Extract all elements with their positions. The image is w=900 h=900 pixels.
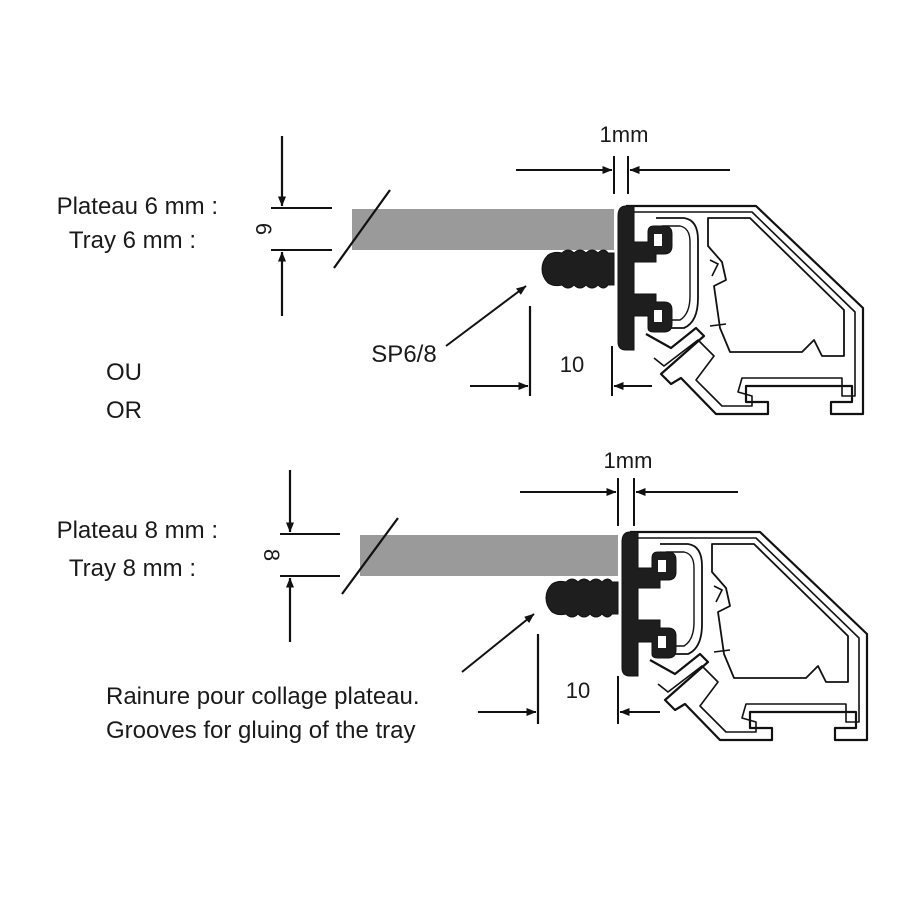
bottom-assembly: Plateau 8 mm : Tray 8 mm : 8 1mm — [57, 448, 869, 744]
separator-fr: OU — [106, 359, 142, 386]
bottom-caption-en: Grooves for gluing of the tray — [106, 717, 416, 744]
top-assembly: Plateau 6 mm : Tray 6 mm : 6 1mm — [57, 122, 865, 416]
bottom-label-fr: Plateau 8 mm : — [57, 517, 218, 544]
bottom-thickness-dimension: 8 — [259, 470, 340, 642]
bottom-gap-value: 1mm — [604, 448, 653, 473]
top-tray — [352, 209, 614, 250]
top-label-fr: Plateau 6 mm : — [57, 193, 218, 220]
top-seal-lip — [541, 249, 615, 289]
bottom-tray — [360, 535, 618, 576]
top-label-en: Tray 6 mm : — [69, 227, 196, 254]
bottom-seal-lip — [545, 578, 619, 618]
top-thickness-dimension: 6 — [251, 136, 332, 316]
bottom-profile — [620, 530, 869, 742]
bottom-gap-dimension: 1mm — [520, 448, 738, 526]
top-gap-value: 1mm — [600, 122, 649, 147]
bottom-thickness-value: 8 — [259, 549, 284, 561]
top-part-leader — [445, 285, 527, 347]
bottom-break-line — [341, 517, 399, 595]
bottom-depth-dimension: 10 — [478, 634, 660, 724]
top-break-line — [333, 189, 391, 269]
top-depth-value: 10 — [560, 352, 584, 377]
bottom-caption-fr: Rainure pour collage plateau. — [106, 683, 420, 710]
top-gap-dimension: 1mm — [516, 122, 730, 194]
bottom-groove-leader — [461, 613, 535, 673]
top-profile — [616, 204, 865, 416]
top-depth-dimension: 10 — [470, 306, 652, 396]
separator-en: OR — [106, 397, 142, 424]
top-part-label: SP6/8 — [371, 341, 436, 368]
top-thickness-value: 6 — [251, 223, 276, 235]
bottom-label-en: Tray 8 mm : — [69, 555, 196, 582]
bottom-depth-value: 10 — [566, 678, 590, 703]
